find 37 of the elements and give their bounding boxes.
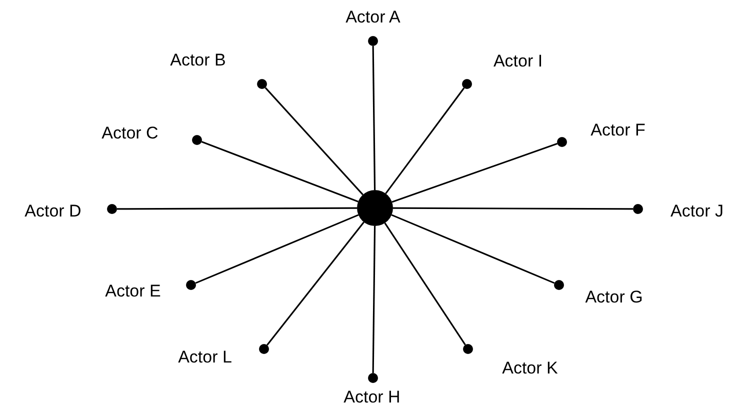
connector-line [393, 207, 633, 210]
actor-label: Actor B [170, 52, 226, 70]
endpoint-dot [257, 79, 267, 89]
endpoint-dot [633, 204, 643, 214]
connector-line [372, 226, 376, 373]
endpoint-dot [557, 137, 567, 147]
connector-line [392, 142, 558, 203]
endpoint-dot [192, 135, 202, 145]
actor-label: Actor F [590, 122, 646, 140]
connector-line [372, 46, 376, 190]
connector-line [266, 222, 364, 346]
endpoint-dot [368, 36, 378, 46]
actor-label: Actor I [493, 52, 543, 72]
endpoint-dot [186, 280, 196, 290]
actor-label: Actor J [670, 202, 724, 222]
actor-label: Actor K [502, 360, 558, 378]
actor-label: Actor H [344, 388, 400, 408]
connector-line [391, 214, 555, 284]
actor-label: Actor E [105, 282, 161, 302]
endpoint-dot [462, 79, 472, 89]
endpoint-dot [107, 204, 117, 214]
connector-line [117, 207, 357, 210]
actor-label: Actor D [24, 202, 82, 222]
connector-line [385, 88, 465, 194]
endpoint-dot [463, 344, 473, 354]
connector-line [264, 87, 364, 196]
connector-line [195, 214, 359, 284]
endpoint-dot [554, 280, 564, 290]
endpoint-dot [368, 373, 378, 383]
hub-circle [357, 190, 393, 226]
actor-label: Actor C [102, 124, 158, 144]
endpoint-dot [259, 344, 269, 354]
actor-label: Actor A [346, 8, 400, 28]
connector-line [201, 141, 358, 202]
connector-line [384, 222, 466, 346]
actor-label: Actor G [585, 288, 643, 308]
actor-label: Actor L [178, 348, 232, 368]
